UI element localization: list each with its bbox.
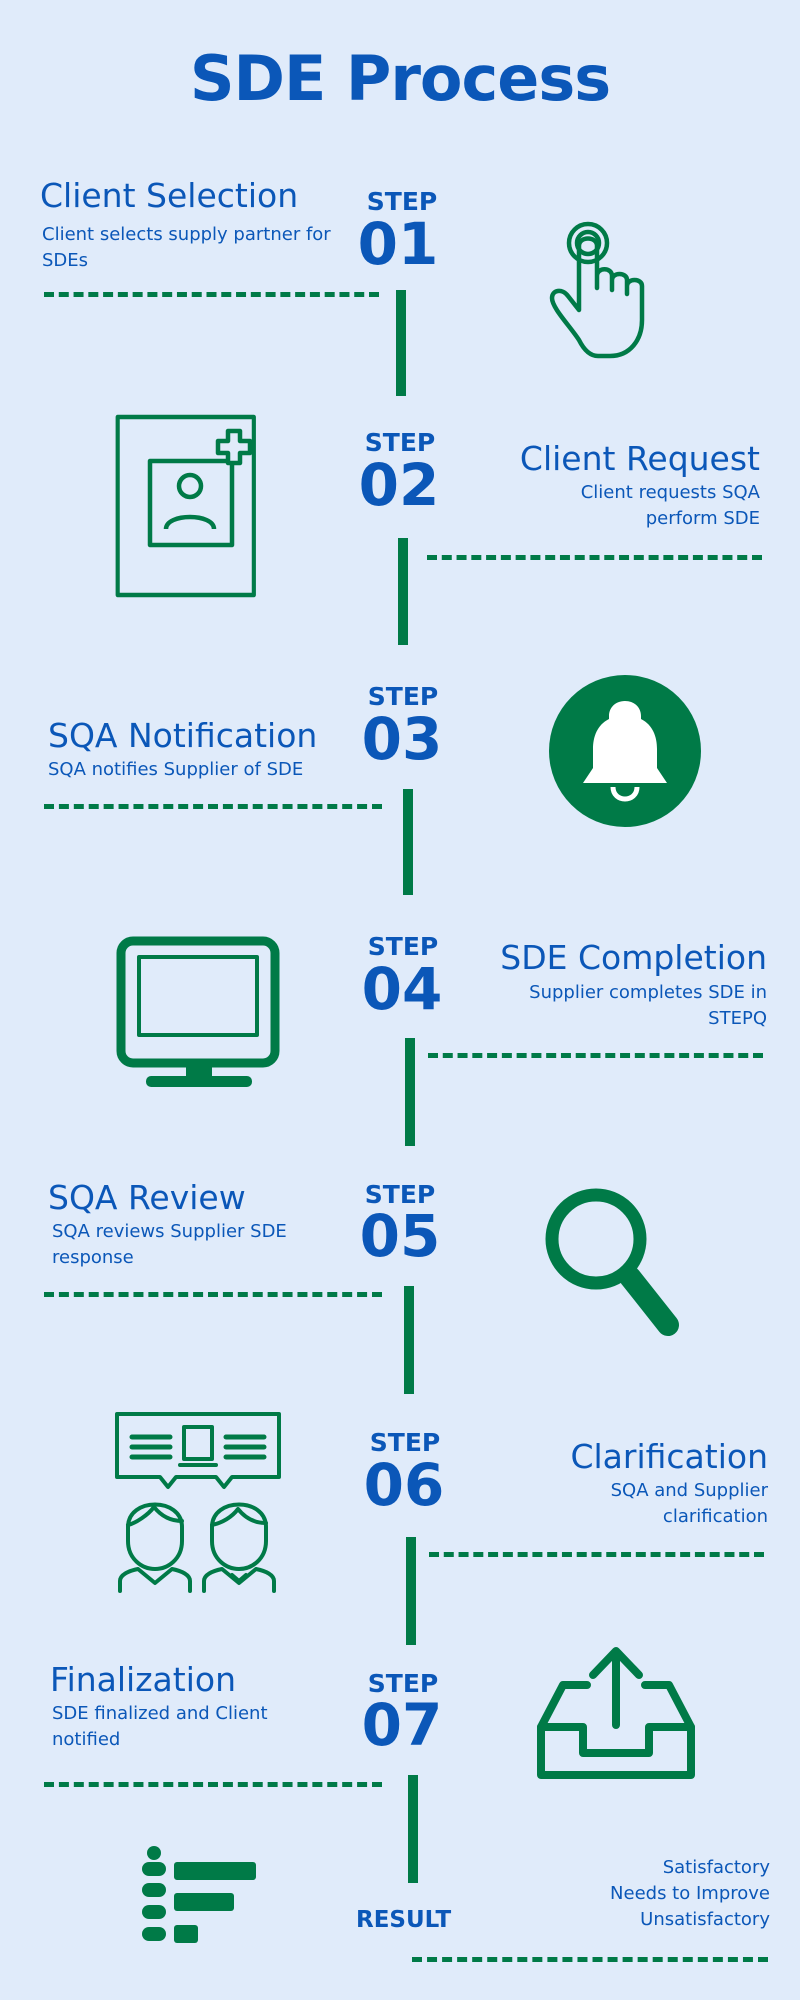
step-7-connector: [44, 1782, 382, 1787]
step-7-description: SDE finalized and Client notified: [52, 1703, 268, 1750]
step-6-description: SQA and Supplier clarification: [610, 1480, 768, 1527]
step-3-heading: SQA Notification: [48, 716, 318, 755]
step-2-connector: [427, 555, 762, 560]
step-4-heading: SDE Completion: [500, 938, 767, 977]
monitor-icon: [116, 936, 280, 1087]
step-1-number: 01: [357, 210, 439, 278]
step-2-label: STEP: [364, 428, 436, 457]
timeline-segment-2: [398, 538, 408, 645]
step-1-description: Client selects supply partner for SDEs: [42, 224, 331, 271]
bell-icon: [549, 675, 701, 827]
ranking-list-icon: [142, 1846, 256, 1943]
step-3-label: STEP: [367, 682, 439, 711]
step-2-number: 02: [358, 451, 440, 519]
step-6-connector: [429, 1552, 764, 1557]
two-people-discussion-icon: [115, 1412, 281, 1593]
pointing-hand-icon: [549, 221, 645, 359]
result-option-needs-to-improve: Needs to Improve: [610, 1883, 770, 1904]
step-1-connector: [44, 292, 379, 297]
step-5-heading: SQA Review: [48, 1178, 246, 1217]
step-7-label: STEP: [367, 1669, 439, 1698]
page-title: SDE Process: [189, 42, 611, 115]
step-7-number: 07: [361, 1691, 443, 1759]
timeline-segment-7: [408, 1775, 418, 1883]
timeline-segment-6: [406, 1537, 416, 1645]
step-2-heading: Client Request: [519, 439, 760, 478]
step-6-number: 06: [363, 1451, 445, 1519]
step-7-heading: Finalization: [50, 1660, 236, 1699]
upload-tray-icon: [537, 1647, 695, 1779]
step-5-number: 05: [359, 1202, 441, 1270]
step-1-label: STEP: [366, 187, 438, 216]
result-connector: [412, 1957, 768, 1962]
timeline-segment-4: [405, 1038, 415, 1146]
step-3-description: SQA notifies Supplier of SDE: [48, 759, 304, 780]
add-user-document-icon: [115, 414, 256, 598]
timeline-segment-3: [403, 789, 413, 895]
step-5-label: STEP: [364, 1180, 436, 1209]
result-options: Satisfactory Needs to Improve Unsatisfac…: [520, 1855, 770, 1933]
step-4-number: 04: [361, 955, 443, 1023]
step-5-connector: [44, 1292, 382, 1297]
step-6-heading: Clarification: [570, 1437, 768, 1476]
timeline-segment-1: [396, 290, 406, 396]
step-1-heading: Client Selection: [40, 176, 299, 215]
step-3-connector: [44, 804, 382, 809]
result-option-unsatisfactory: Unsatisfactory: [640, 1909, 770, 1930]
magnifier-icon: [545, 1188, 679, 1336]
step-4-label: STEP: [367, 932, 439, 961]
step-3-number: 03: [361, 705, 443, 773]
result-label: RESULT: [356, 1907, 452, 1933]
step-6-label: STEP: [369, 1428, 441, 1457]
result-option-satisfactory: Satisfactory: [662, 1857, 770, 1878]
step-4-description: Supplier completes SDE in STEPQ: [529, 982, 767, 1029]
step-2-description: Client requests SQA perform SDE: [580, 482, 760, 529]
step-5-description: SQA reviews Supplier SDE response: [52, 1221, 287, 1268]
timeline-segment-5: [404, 1286, 414, 1394]
step-4-connector: [428, 1053, 763, 1058]
